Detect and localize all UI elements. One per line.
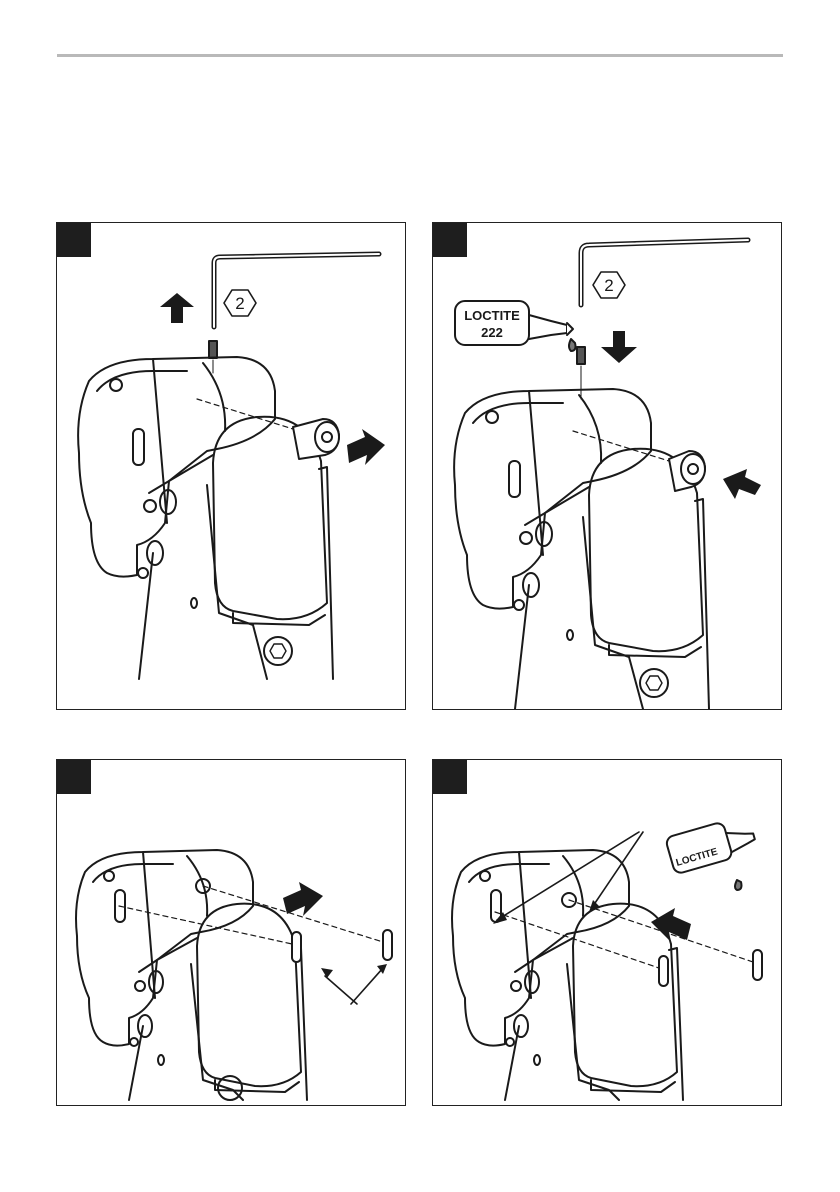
step-panel-remove-screw-and-roller: 2 xyxy=(56,222,406,710)
illustration-remove-roller: 2 xyxy=(57,223,406,710)
step-number-tab xyxy=(433,223,467,257)
loctite-label-line1: LOCTITE xyxy=(464,308,520,323)
step-panel-insert-screw-and-roller: 2 LOCTITE 222 xyxy=(432,222,782,710)
hex-key-size-label: 2 xyxy=(604,276,613,295)
step-panel-remove-pins xyxy=(56,759,406,1106)
loctite-bottle-label: LOCTITE xyxy=(675,846,719,868)
illustration-insert-pins: LOCTITE xyxy=(433,760,782,1106)
loctite-label-line2: 222 xyxy=(481,325,503,340)
step-number-tab xyxy=(433,760,467,794)
header-rule xyxy=(57,54,783,57)
step-number-tab xyxy=(57,760,91,794)
hex-key-size-label: 2 xyxy=(235,294,244,313)
step-number-tab xyxy=(57,223,91,257)
illustration-install-roller: 2 LOCTITE 222 xyxy=(433,223,782,710)
illustration-remove-pins xyxy=(57,760,406,1106)
step-panel-insert-pins: LOCTITE xyxy=(432,759,782,1106)
